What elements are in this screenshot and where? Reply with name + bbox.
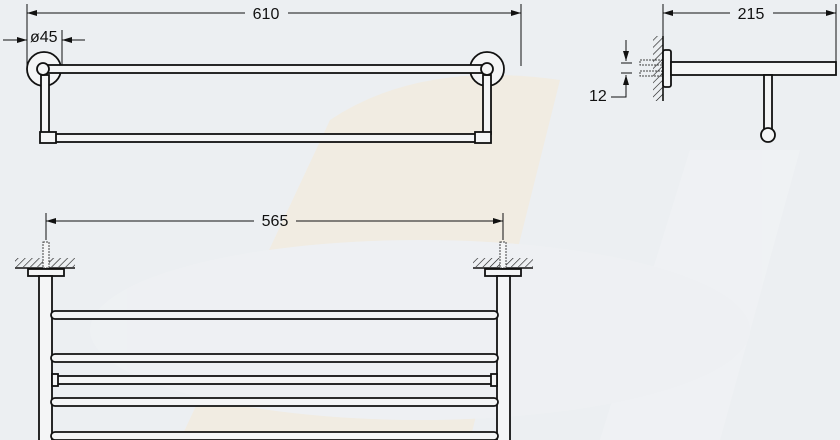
- arm-left: [40, 74, 50, 135]
- end-cap: [51, 373, 59, 387]
- towel-bar: [56, 375, 493, 385]
- end-cap: [39, 131, 57, 144]
- shelf-rail: [50, 397, 499, 407]
- screw-anchor: [42, 241, 50, 269]
- support-arm: [670, 61, 837, 76]
- post-right: [496, 275, 511, 440]
- screw-anchor: [499, 241, 507, 269]
- top-view: 610 ø45: [3, 4, 522, 144]
- bottom-rail: [54, 133, 477, 143]
- end-cap: [474, 131, 492, 144]
- watermark-logo: [90, 75, 800, 440]
- shelf-rail: [50, 431, 499, 440]
- post-left: [38, 275, 53, 440]
- front-view: 565: [15, 213, 533, 440]
- arm-joint: [36, 62, 50, 76]
- arm-joint: [480, 62, 494, 76]
- dimension-215: 215: [738, 6, 765, 23]
- end-cap: [490, 373, 498, 387]
- shelf-rail: [50, 353, 499, 363]
- flange-right: [484, 268, 522, 277]
- screw-anchor: [639, 70, 663, 77]
- shelf-rail: [50, 310, 499, 320]
- dimension-610: 610: [253, 6, 280, 23]
- hanger-rod: [763, 74, 773, 131]
- flange: [662, 49, 672, 88]
- screw-anchor: [639, 59, 663, 66]
- arm-right: [482, 74, 492, 135]
- side-view: 215 12: [589, 4, 837, 143]
- dimension-diameter-45: ø45: [30, 29, 58, 46]
- dimension-leader: [611, 75, 629, 98]
- rail-section: [760, 127, 776, 143]
- dimension-565: 565: [262, 213, 289, 230]
- wall-hatch: [653, 36, 663, 101]
- top-rail: [47, 64, 485, 74]
- flange-left: [27, 268, 65, 277]
- dimension-12: 12: [589, 88, 607, 105]
